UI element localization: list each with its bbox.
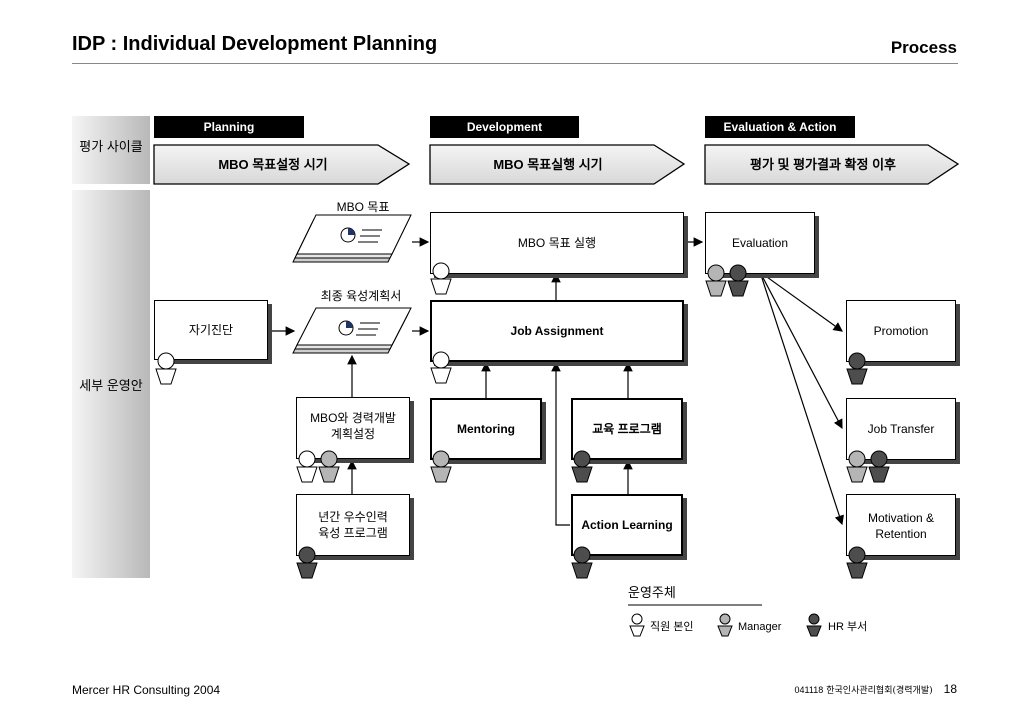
evaluation-label: Evaluation [731, 236, 789, 250]
final-plan-document-icon [292, 307, 412, 354]
job-assignment-box: Job Assignment [430, 300, 684, 362]
annual-talent-program-line2: 육성 프로그램 [318, 526, 388, 540]
evaluation-box: Evaluation [705, 212, 815, 274]
mbo-execution-box: MBO 목표 실행 [430, 212, 684, 274]
action-learning-box: Action Learning [571, 494, 683, 556]
arrow-eval-to-motivation [759, 271, 844, 526]
mbo-career-plan-line1: MBO와 경력개발 [310, 411, 396, 425]
job-transfer-box: Job Transfer [846, 398, 956, 460]
phase-label-planning: Planning [154, 116, 304, 138]
arrow-eval-to-transfer [759, 271, 843, 430]
phase-arrow-evaluation-text: 평가 및 평가결과 확정 이후 [750, 157, 896, 172]
self-diagnosis-label: 자기진단 [188, 323, 234, 337]
arrow-action-to-job [551, 361, 570, 526]
legend-employee-icon [629, 613, 645, 637]
education-program-label: 교육 프로그램 [592, 422, 662, 436]
motivation-retention-box: Motivation & Retention [846, 494, 956, 556]
phase-arrow-planning-text: MBO 목표설정 시기 [218, 157, 327, 172]
mentoring-box: Mentoring [430, 398, 542, 460]
mbo-career-plan-box: MBO와 경력개발 계획설정 [296, 397, 410, 459]
legend-hr-icon [806, 613, 822, 637]
footer-org: 한국인사관리협회(경력개발) [826, 686, 933, 696]
phase-label-development: Development [430, 116, 579, 138]
legend-title: 운영주체 [628, 585, 676, 600]
phase-arrow-development [429, 144, 686, 185]
legend-employee-label: 직원 본인 [650, 620, 694, 633]
self-diagnosis-box: 자기진단 [154, 300, 268, 360]
footer-company: Mercer HR Consulting 2004 [72, 683, 221, 697]
annual-talent-program-line1: 년간 우수인력 [318, 510, 388, 524]
arrow-eval-to-promotion [759, 271, 843, 332]
section-label: Process [890, 38, 957, 57]
education-program-box: 교육 프로그램 [571, 398, 683, 460]
evaluation-cycle-band: 평가 사이클 [72, 116, 150, 184]
phase-arrow-planning [153, 144, 411, 185]
motivation-retention-line2: Retention [875, 527, 927, 541]
mbo-career-plan-line2: 계획설정 [330, 427, 376, 441]
job-assignment-label: Job Assignment [510, 324, 604, 338]
phase-label-evaluation: Evaluation & Action [705, 116, 855, 138]
legend-hr-label: HR 부서 [828, 620, 867, 633]
mentoring-label: Mentoring [457, 422, 515, 436]
action-learning-label: Action Learning [581, 518, 673, 532]
evaluation-cycle-label: 평가 사이클 [79, 138, 143, 154]
header-divider [72, 63, 958, 64]
footer-code: 041118 [794, 685, 824, 695]
phase-arrow-development-text: MBO 목표실행 시기 [493, 157, 602, 172]
detail-operation-label: 세부 운영안 [79, 377, 143, 393]
mbo-execution-label: MBO 목표 실행 [517, 236, 597, 250]
footer-right: 041118 한국인사관리협회(경력개발) 18 [795, 682, 957, 696]
page-number: 18 [943, 682, 957, 696]
mbo-goal-document-icon [292, 214, 412, 263]
promotion-label: Promotion [873, 324, 929, 338]
mbo-goal-document-label: MBO 목표 [337, 200, 390, 214]
detail-operation-band: 세부 운영안 [72, 190, 150, 578]
job-transfer-label: Job Transfer [867, 422, 935, 436]
legend-manager-label: Manager [738, 621, 782, 633]
promotion-box: Promotion [846, 300, 956, 362]
phase-arrow-evaluation [704, 144, 960, 185]
legend-manager-icon [717, 613, 733, 637]
page-title: IDP : Individual Development Planning [72, 33, 438, 55]
motivation-retention-line1: Motivation & [867, 511, 935, 525]
annual-talent-program-box: 년간 우수인력 육성 프로그램 [296, 494, 410, 556]
final-plan-document-label: 최종 육성계획서 [321, 289, 402, 303]
